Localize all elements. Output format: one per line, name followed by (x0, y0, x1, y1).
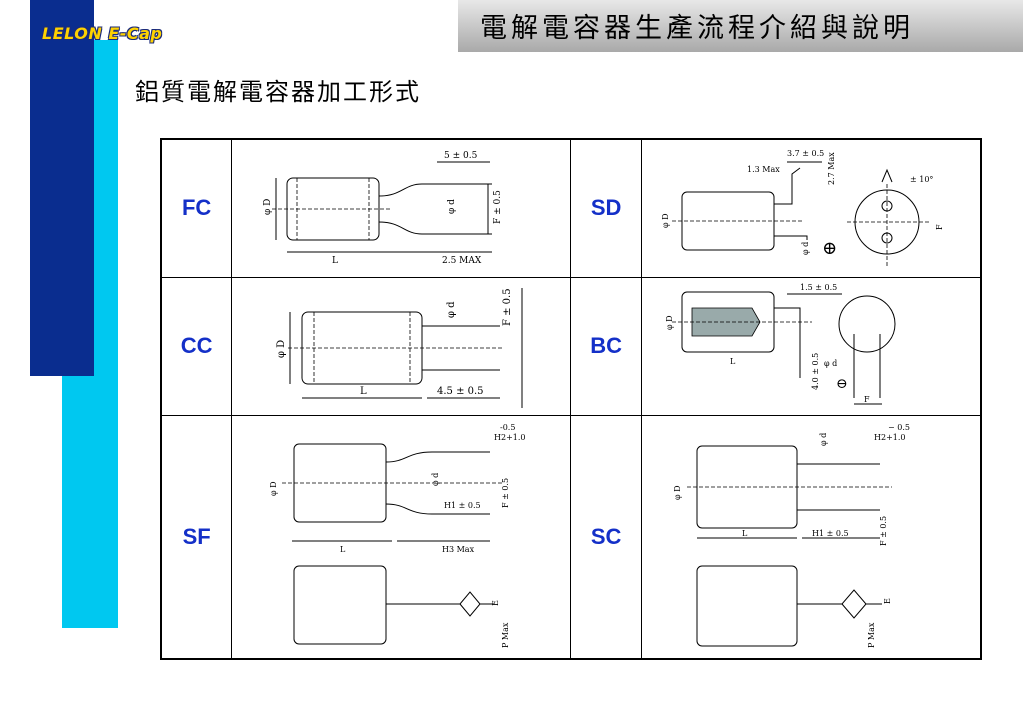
cc-label-l: L (360, 386, 367, 397)
bc-drawing: 1.5 ± 0.5 φ D L φ d 4.0 ± 0.5 ⊖ F (665, 283, 896, 405)
sc-label-p: P Max (867, 622, 876, 648)
sd-drawing: 3.7 ± 0.5 1.3 Max 2.7 Max φ D φ d ⊕ ± 10… (661, 149, 944, 269)
sf-label-e: E (491, 600, 500, 606)
sd-label-a: 3.7 ± 0.5 (787, 149, 824, 158)
lelon-logo: LELON E-Cap (42, 24, 163, 43)
sf-label-p: P Max (501, 622, 510, 648)
bc-label-h: 4.0 ± 0.5 (811, 353, 820, 390)
form-code-sc: SC (570, 414, 642, 660)
sf-label-h3: H3 Max (442, 545, 475, 554)
fc-label-l: L (332, 256, 338, 266)
sd-label-f: F (935, 224, 944, 230)
sf-label-l: L (340, 545, 346, 554)
sc-label-d: φ D (673, 485, 682, 500)
form-code-cc: CC (160, 276, 233, 416)
bc-label-d: φ D (665, 315, 674, 330)
cc-label-d: φ D (276, 340, 287, 358)
sc-label-l: L (742, 529, 748, 538)
sf-drawing-cell: -0.5 H2+1.0 φ D φ d F ± 0.5 H1 ± 0.5 L H… (231, 414, 572, 660)
title-band (458, 0, 1023, 52)
sc-label-tol: − 0.5 (888, 423, 910, 432)
fc-label-top: 5 ± 0.5 (444, 151, 478, 161)
form-code-fc: FC (160, 138, 233, 278)
fc-label-pd: φ d (447, 199, 457, 214)
page-title: 電解電容器生產流程介紹與說明 (480, 13, 914, 44)
sd-drawing-cell: 3.7 ± 0.5 1.3 Max 2.7 Max φ D φ d ⊕ ± 10… (640, 138, 982, 278)
sc-label-f: F ± 0.5 (879, 516, 888, 546)
bc-label-pd: φ d (824, 359, 837, 368)
forms-table: FC φ D L 2.5 MAX 5 ± 0.5 φ d F ± 0.5 (160, 138, 982, 660)
sf-label-pd: φ d (431, 472, 440, 485)
sf-drawing: -0.5 H2+1.0 φ D φ d F ± 0.5 H1 ± 0.5 L H… (269, 423, 526, 648)
bc-label-a: 1.5 ± 0.5 (800, 283, 837, 292)
fc-drawing: φ D L 2.5 MAX 5 ± 0.5 φ d F ± 0.5 (263, 151, 503, 266)
sd-label-d: φ D (661, 214, 670, 229)
sf-label-tol: -0.5 (500, 423, 515, 432)
bc-label-f: F (864, 395, 870, 404)
bc-label-l: L (730, 357, 736, 366)
sf-label-d: φ D (269, 481, 278, 496)
form-code-bc: BC (570, 276, 642, 416)
bc-drawing-cell: 1.5 ± 0.5 φ D L φ d 4.0 ± 0.5 ⊖ F (640, 276, 982, 416)
cc-label-f: F ± 0.5 (502, 288, 513, 326)
sf-label-h2: H2+1.0 (494, 433, 526, 442)
cc-label-h: 4.5 ± 0.5 (437, 386, 484, 397)
decorative-navy-bar (30, 0, 94, 376)
sd-label-deg: ± 10° (910, 175, 933, 184)
sc-label-h1: H1 ± 0.5 (812, 529, 849, 538)
form-code-sf: SF (160, 414, 233, 660)
fc-label-f: F ± 0.5 (493, 190, 503, 224)
form-code-sd: SD (570, 138, 642, 278)
cc-drawing-cell: φ D L 4.5 ± 0.5 φ d F ± 0.5 (231, 276, 572, 416)
fc-label-max: 2.5 MAX (442, 256, 482, 266)
table-row: CC φ D L 4.5 ± 0.5 φ d F ± 0.5 BC (160, 276, 982, 416)
section-title: 鋁質電解電容器加工形式 (135, 78, 421, 106)
bc-label-minus: ⊖ (836, 376, 848, 392)
sc-drawing-cell: − 0.5 H2+1.0 φ d φ D L H1 ± 0.5 F ± 0.5 … (640, 414, 982, 660)
sc-label-h2: H2+1.0 (874, 433, 906, 442)
sf-label-f: F ± 0.5 (501, 478, 510, 508)
sd-label-pd: φ d (801, 242, 810, 255)
table-row: SF -0.5 H2+1.0 φ D φ d F ± 0.5 H1 ± 0.5 … (160, 414, 982, 660)
sf-label-h1: H1 ± 0.5 (444, 501, 481, 510)
sd-label-c: 2.7 Max (827, 152, 836, 185)
cc-label-pd: φ d (446, 301, 457, 318)
sd-label-plus: ⊕ (822, 238, 837, 259)
cc-drawing: φ D L 4.5 ± 0.5 φ d F ± 0.5 (276, 288, 523, 408)
table-row: FC φ D L 2.5 MAX 5 ± 0.5 φ d F ± 0.5 (160, 138, 982, 278)
sd-label-b: 1.3 Max (747, 165, 780, 174)
sc-label-e: E (883, 598, 892, 604)
fc-label-d: φ D (263, 199, 273, 215)
sc-drawing: − 0.5 H2+1.0 φ d φ D L H1 ± 0.5 F ± 0.5 … (673, 423, 910, 648)
fc-drawing-cell: φ D L 2.5 MAX 5 ± 0.5 φ d F ± 0.5 (231, 138, 572, 278)
sc-label-pd: φ d (819, 432, 828, 445)
